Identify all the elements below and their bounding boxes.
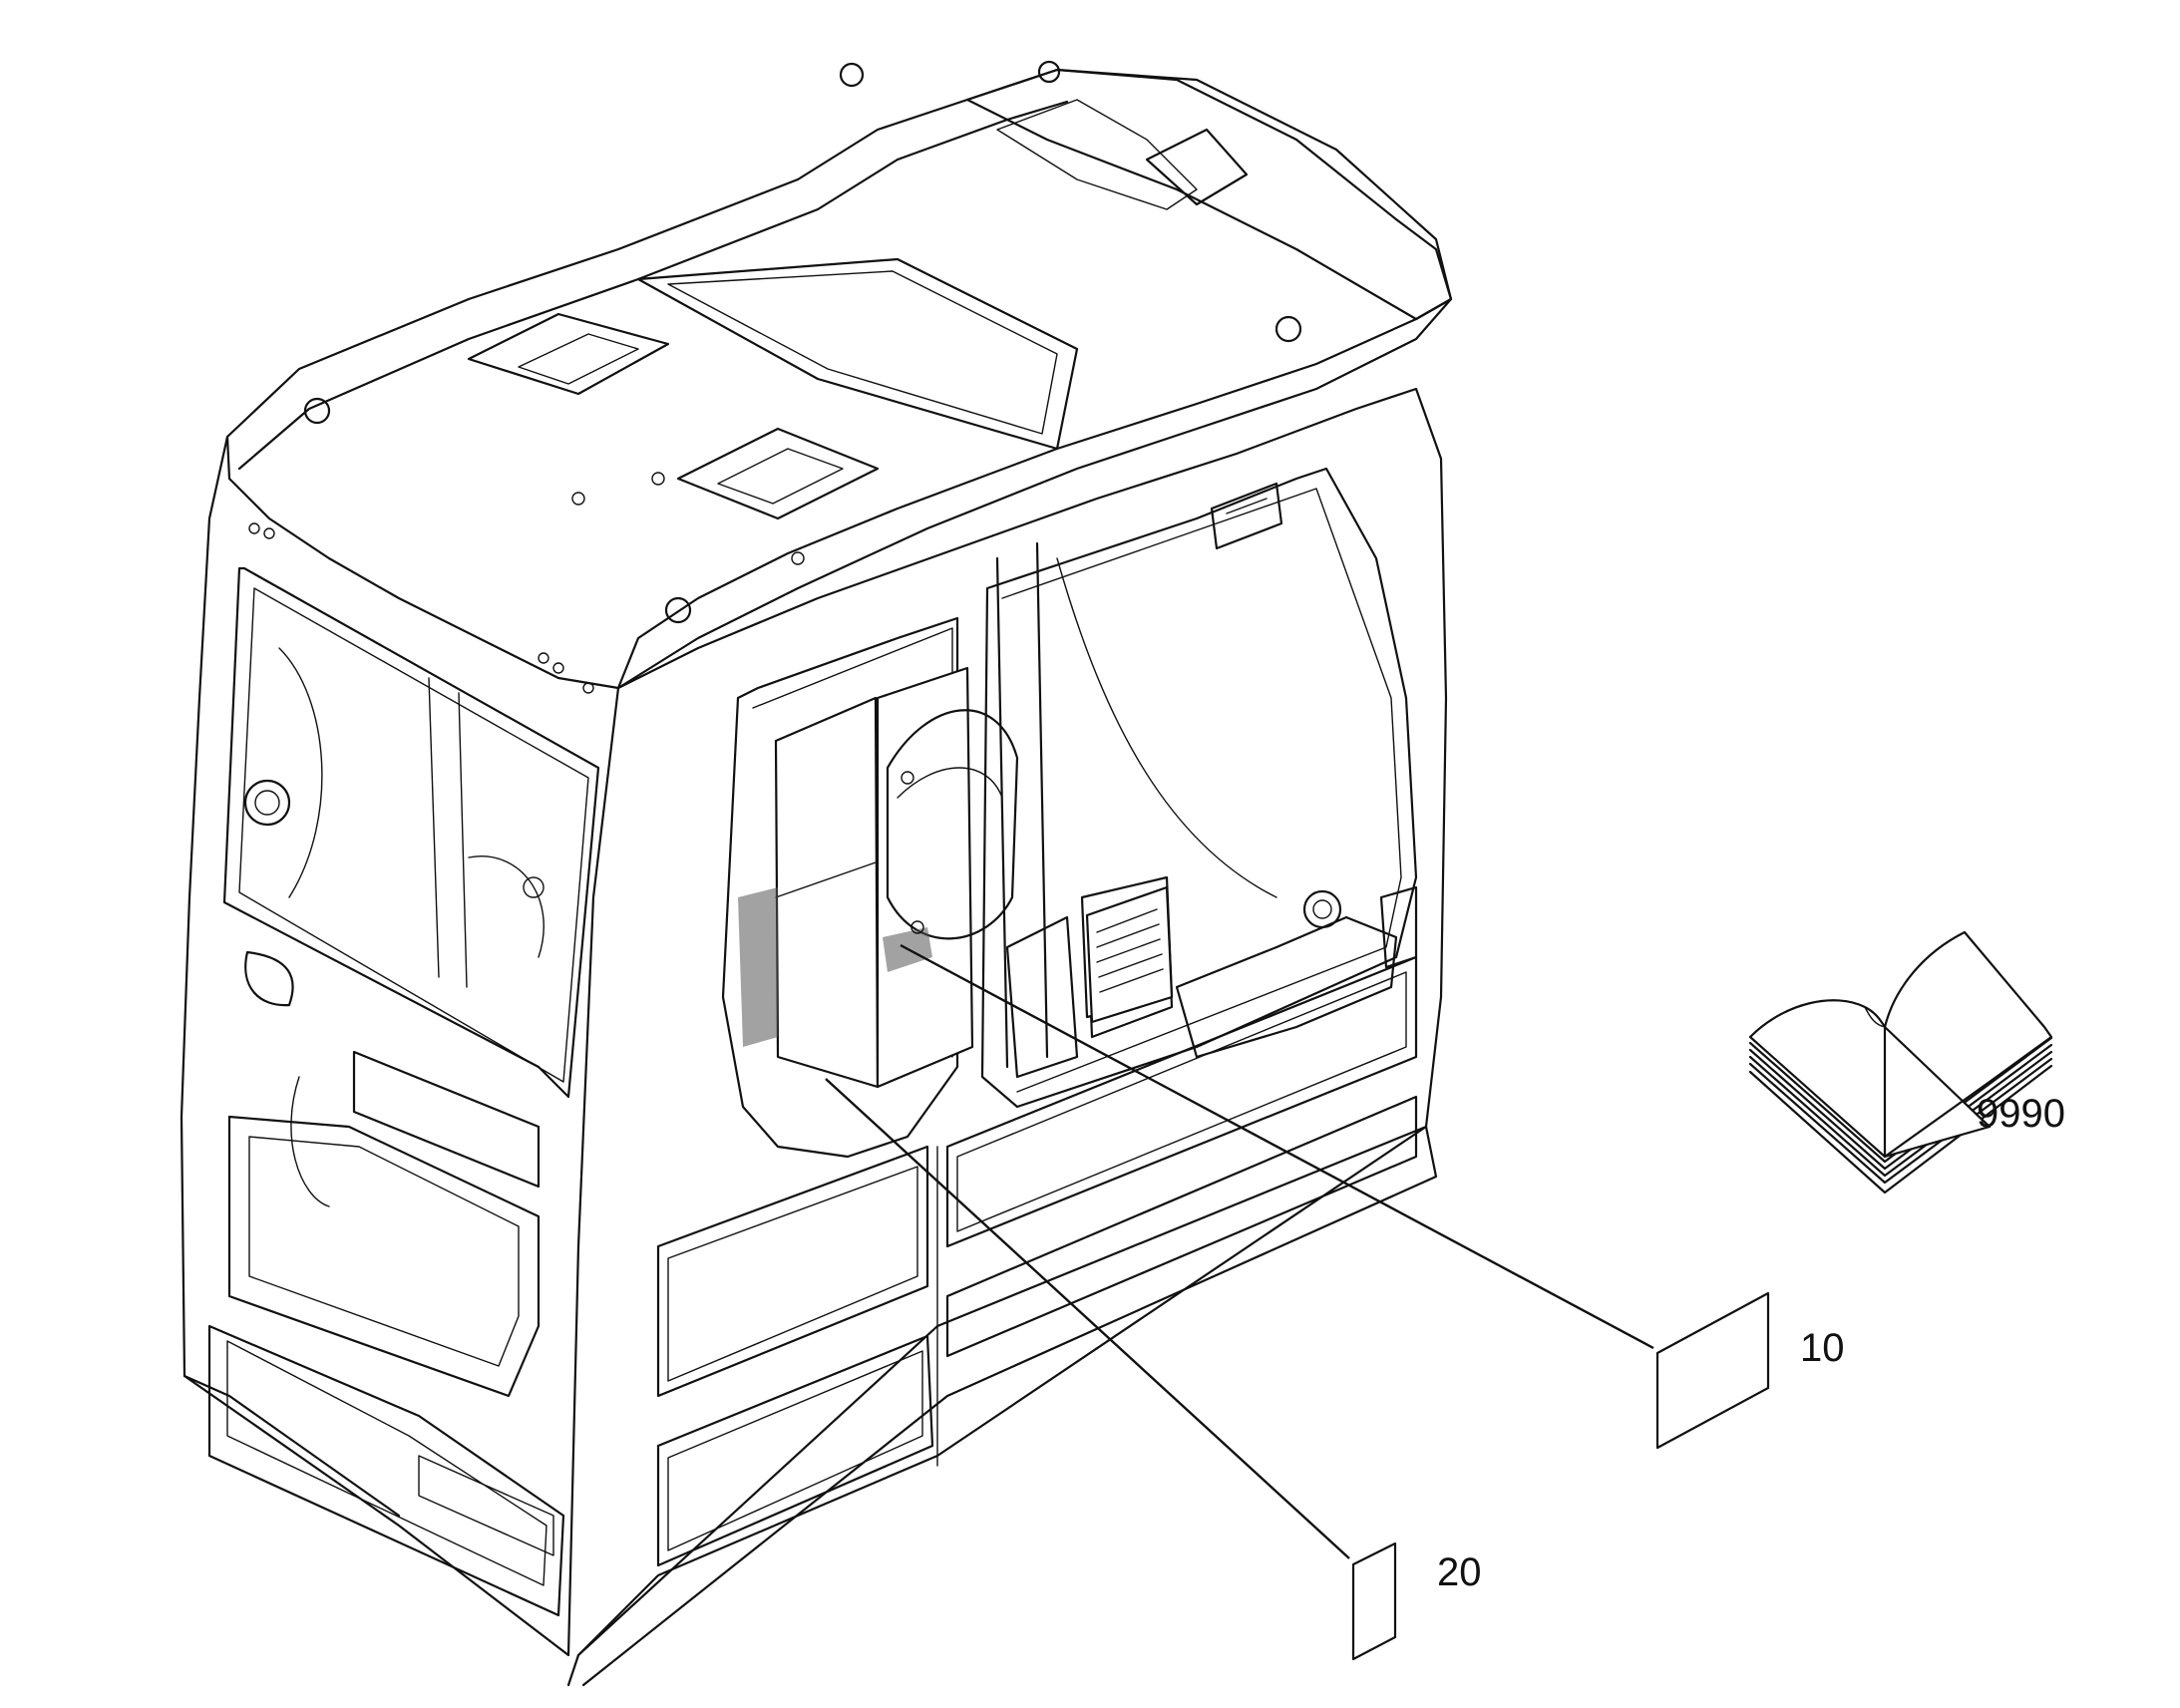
decal-10-part: 10 [900, 943, 1845, 1450]
leader-line-10 [900, 943, 1654, 1350]
book-icon [1748, 930, 2053, 1195]
operator-manual-part: 9990 [1748, 930, 2065, 1195]
callout-9990: 9990 [1977, 1092, 2065, 1136]
operator-cab-illustration [180, 60, 1453, 1687]
callout-10: 10 [1800, 1326, 1845, 1370]
callout-20: 20 [1437, 1550, 1482, 1594]
decal-10-sheet [1655, 1291, 1770, 1450]
instruction-plate [1085, 885, 1174, 1024]
decal-20-part: 20 [825, 1078, 1482, 1661]
leader-line-20 [825, 1078, 1350, 1559]
decal-20-sheet [1351, 1541, 1397, 1661]
